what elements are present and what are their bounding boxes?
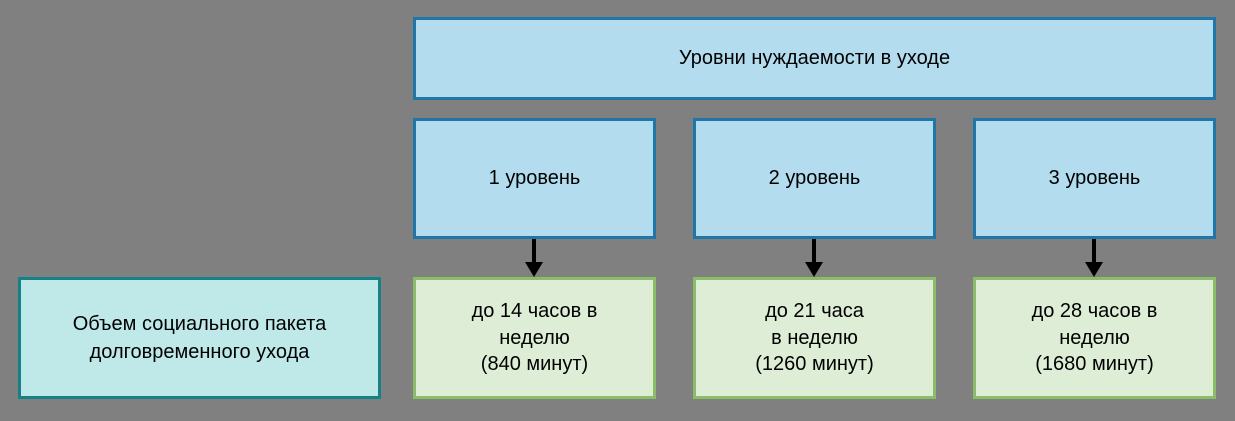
care-need-levels-banner: Уровни нуждаемости в уходе [413, 17, 1216, 100]
level-2-volume-box: до 21 часа в неделю (1260 минут) [693, 277, 936, 399]
down-arrow-icon [1084, 239, 1104, 277]
level-2-box: 2 уровень [693, 118, 936, 239]
down-arrow-icon [524, 239, 544, 277]
level-1-volume-box: до 14 часов в неделю (840 минут) [413, 277, 656, 399]
level-3-volume-box: до 28 часов в неделю (1680 минут) [973, 277, 1216, 399]
level-3-box: 3 уровень [973, 118, 1216, 239]
level-1-box: 1 уровень [413, 118, 656, 239]
social-package-volume-box: Объем социального пакета долговременного… [18, 277, 381, 399]
down-arrow-icon [804, 239, 824, 277]
